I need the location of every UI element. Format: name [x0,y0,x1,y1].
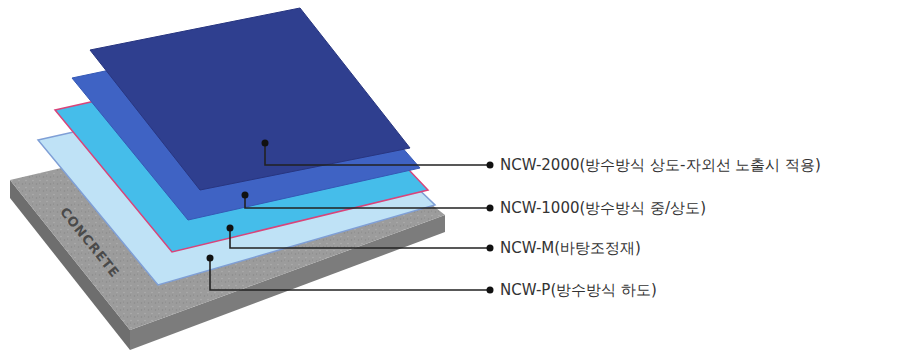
leader-line [210,258,490,290]
leader-dot [227,225,234,232]
leader-dot [487,287,494,294]
leader-dot [207,255,214,262]
layer-label: NCW-2000(방수방식 상도-자외선 노출시 적용) [500,156,821,174]
leader-dot [262,140,269,147]
leader-dot [487,162,494,169]
layer-label: NCW-M(바탕조정재) [500,239,641,257]
leader-line [245,195,490,208]
leader-line [265,143,490,165]
leader-dot [242,192,249,199]
top-layer [90,8,410,190]
layer-label: NCW-1000(방수방식 중/상도) [500,199,706,217]
leader-line [230,228,490,248]
layer-label: NCW-P(방수방식 하도) [500,281,657,299]
leader-dot [487,245,494,252]
leader-dot [487,205,494,212]
